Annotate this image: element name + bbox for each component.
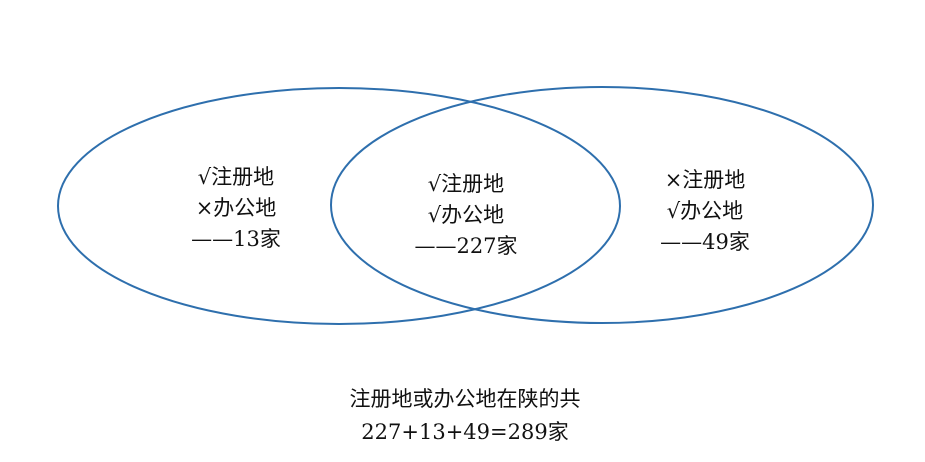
intersection-label: √注册地 √办公地 ——227家 [414, 169, 517, 262]
left-only-line2: ×办公地 [195, 196, 277, 220]
right-only-count: ——49家 [660, 230, 750, 254]
summary-line1: 注册地或办公地在陕的共 [349, 387, 581, 411]
both-count: ——227家 [414, 234, 518, 258]
summary-caption: 注册地或办公地在陕的共 227+13+49=289家 [350, 383, 581, 449]
left-only-line1: √注册地 [197, 165, 275, 189]
right-only-line1: ×注册地 [664, 168, 746, 192]
left-only-count: ——13家 [191, 227, 281, 251]
summary-line2: 227+13+49=289家 [361, 420, 569, 444]
right-only-label: ×注册地 √办公地 ——49家 [660, 165, 750, 258]
right-only-line2: √办公地 [666, 199, 744, 223]
right-ellipse-office-location [330, 86, 874, 324]
left-only-label: √注册地 ×办公地 ——13家 [191, 162, 281, 255]
left-ellipse-registered-location [57, 87, 621, 325]
both-line2: √办公地 [427, 203, 505, 227]
both-line1: √注册地 [427, 172, 505, 196]
